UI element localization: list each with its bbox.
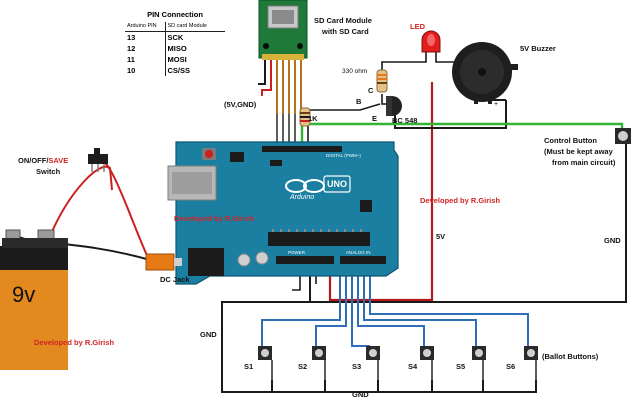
arduino-brand: Arduino xyxy=(290,194,315,201)
ballot-button-s6 xyxy=(524,346,538,360)
switch-label-c: Switch xyxy=(36,167,61,176)
control-note-2: from main circuit) xyxy=(552,158,616,167)
control-note-1: (Must be kept away xyxy=(544,147,613,156)
buzzer-label: 5V Buzzer xyxy=(520,44,556,53)
developer-credit-battery: Developed by R.Girish xyxy=(34,338,115,347)
sd-card-module xyxy=(258,0,308,60)
wire-5v xyxy=(328,82,434,302)
led-label: LED xyxy=(410,22,425,31)
transistor-c-label: C xyxy=(368,86,374,95)
label-gnd-right: GND xyxy=(604,236,621,245)
battery-9v xyxy=(0,229,68,370)
pin-table-title: PIN Connection xyxy=(147,10,203,19)
pin-table-header: Arduino PIN xyxy=(125,22,166,32)
ballot-button-s1 xyxy=(258,346,272,360)
pin-table-header: SD card Module xyxy=(165,22,225,32)
wire-sd xyxy=(258,58,302,148)
buzzer: + xyxy=(452,42,518,108)
led xyxy=(421,30,441,53)
s1-label: S1 xyxy=(244,362,254,371)
arduino-digital-label: DIGITAL (PWM~) xyxy=(326,153,361,158)
pin-table-cell: 12 xyxy=(125,43,166,54)
pin-table-cell: CS/SS xyxy=(167,66,191,75)
svg-text:+: + xyxy=(494,101,498,108)
control-button-label: Control Button xyxy=(544,136,597,145)
dc-jack-label: DC Jack xyxy=(160,275,190,284)
pin-table-cell: 13 xyxy=(125,31,166,43)
developer-credit-arduino: Developed by R.Girish xyxy=(174,214,255,223)
switch-label: ON/OFF/SAVE xyxy=(18,156,68,165)
ballot-button-s4 xyxy=(420,346,434,360)
resistor-330 xyxy=(376,69,388,93)
arduino-board xyxy=(167,141,399,285)
s3-label: S3 xyxy=(352,362,362,371)
ballot-button-s2 xyxy=(312,346,326,360)
label-gnd-bottom: GND xyxy=(352,390,369,399)
dc-jack xyxy=(145,253,182,271)
power-switch xyxy=(88,148,108,172)
pin-table-cell: 11 xyxy=(125,54,166,65)
resistor-330-label: 330 ohm xyxy=(342,68,368,75)
battery-voltage: 9v xyxy=(12,282,36,307)
s2-label: S2 xyxy=(298,362,308,371)
transistor-b-label: B xyxy=(356,97,362,106)
ballot-button-s5 xyxy=(472,346,486,360)
transistor-e-label: E xyxy=(372,114,378,123)
sd-module-label: SD Card Module xyxy=(314,16,372,25)
pin-table-cell: 10 xyxy=(125,65,166,76)
ballot-buttons xyxy=(258,346,538,380)
pin-table-row: 12 MISO xyxy=(125,43,225,54)
transistor-label: BC 548 xyxy=(392,116,418,125)
s5-label: S5 xyxy=(456,362,466,371)
pin-table-header-row: Arduino PIN SD card Module xyxy=(125,22,225,32)
arduino-model: UNO xyxy=(327,179,347,189)
control-button xyxy=(615,128,631,144)
resistor-1k-label: 1K xyxy=(308,114,318,123)
wire-ballot xyxy=(261,268,529,347)
pin-table-row: 10 CS/SS xyxy=(125,65,225,76)
pin-table-row: 11 MOSI xyxy=(125,54,225,65)
transistor-bc548 xyxy=(386,96,402,116)
ballot-label: (Ballot Buttons) xyxy=(542,352,599,361)
ballot-button-s3 xyxy=(366,346,380,360)
pin-table: Arduino PIN SD card Module 13 SCK 12 MIS… xyxy=(125,22,225,76)
label-gnd-left: GND xyxy=(200,330,217,339)
pin-connection-table: PIN Connection Arduino PIN SD card Modul… xyxy=(125,10,225,76)
s4-label: S4 xyxy=(408,362,418,371)
developer-credit-right: Developed by R.Girish xyxy=(420,196,501,205)
pin-table-row: 13 SCK xyxy=(125,31,225,43)
resistor-1k xyxy=(299,107,311,127)
s6-label: S6 xyxy=(506,362,516,371)
pin-table-cell: MISO xyxy=(167,44,187,53)
label-5v: 5V xyxy=(436,232,446,241)
sd-module-label-2: with SD Card xyxy=(322,27,369,36)
arduino-power-label: POWER xyxy=(288,250,306,255)
pin-table-cell: MOSI xyxy=(167,55,187,64)
pin-table-cell: SCK xyxy=(167,33,184,42)
power-label: (5V,GND) xyxy=(224,100,257,109)
switch-label-b: SAVE xyxy=(48,156,69,165)
switch-label-a: ON/OFF/ xyxy=(18,156,49,165)
arduino-analog-label: ANALOG IN xyxy=(346,250,371,255)
